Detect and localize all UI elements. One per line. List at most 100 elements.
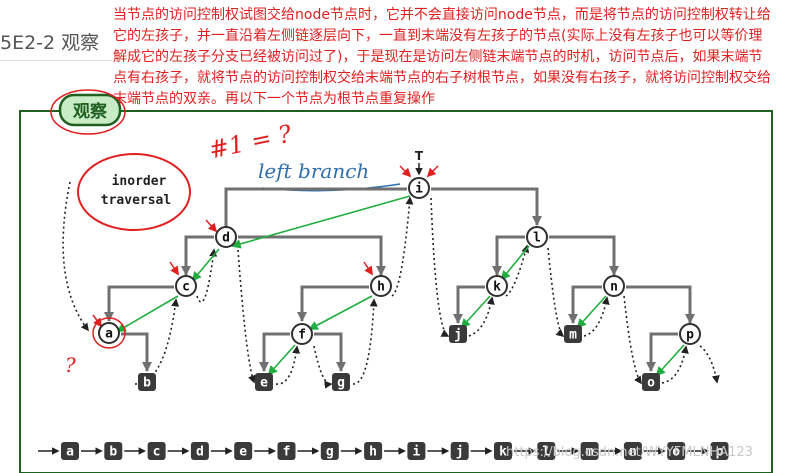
- diagram-frame: [19, 110, 773, 473]
- sequence-item-n: n: [623, 442, 642, 460]
- node-label: g: [337, 376, 345, 391]
- sequence-label: l: [542, 445, 550, 460]
- tree-node-o: o: [642, 373, 660, 391]
- node-shape: [370, 275, 392, 297]
- sequence-box: [320, 442, 339, 460]
- node-shape: [564, 325, 582, 343]
- sequence-item-a: a: [61, 442, 79, 460]
- node-label: d: [222, 231, 230, 246]
- sequence-item-c: c: [147, 442, 166, 460]
- sequence-item-l: l: [537, 442, 556, 460]
- green-left-chain: [116, 195, 685, 377]
- sequence-box: [407, 442, 426, 460]
- sequence-item-j: j: [450, 442, 469, 460]
- badge-label: 观察: [72, 101, 108, 122]
- tree-node-p: p: [679, 323, 701, 345]
- node-label: l: [533, 231, 541, 246]
- sequence-label: o: [672, 445, 680, 460]
- sequence-box: [537, 442, 556, 460]
- tree-node-d: d: [215, 226, 237, 248]
- node-shape: [215, 226, 237, 248]
- sequence-box: [147, 442, 166, 460]
- inorder-circle: [77, 153, 191, 231]
- red-pointer-arrows: [92, 165, 439, 328]
- node-shape: [408, 177, 430, 199]
- sequence-label: e: [239, 445, 247, 460]
- sequence-label: k: [499, 445, 507, 460]
- inorder-label-line1: inorder: [112, 174, 167, 189]
- tree-node-n: n: [603, 275, 625, 297]
- tree-node-m: m: [564, 325, 582, 343]
- sequence-label: c: [153, 445, 161, 460]
- node-label: b: [143, 376, 151, 391]
- sequence-box: [61, 442, 79, 460]
- sequence-item-k: k: [494, 442, 512, 460]
- tree-node-g: g: [332, 373, 350, 391]
- tree-node-k: k: [486, 275, 508, 297]
- node-label: i: [415, 182, 423, 197]
- sequence-box: [667, 442, 686, 460]
- tree-node-b: b: [138, 373, 156, 391]
- sequence-box: [104, 442, 123, 460]
- node-shape: [449, 325, 467, 343]
- sequence-label: b: [109, 445, 117, 460]
- sequence-box: [234, 442, 253, 460]
- node-shape: [642, 373, 660, 391]
- root-marker: T: [415, 149, 424, 163]
- tree-node-c: c: [175, 275, 197, 297]
- node-shape: [98, 322, 120, 344]
- sequence-label: f: [283, 445, 291, 460]
- node-label: f: [298, 328, 306, 343]
- sequence-label: g: [326, 445, 334, 460]
- sequence-label: j: [456, 445, 464, 460]
- sequence-box: [277, 442, 296, 460]
- sequence-box: [710, 442, 729, 460]
- node-shape: [603, 275, 625, 297]
- sequence-box: [450, 442, 469, 460]
- tree-node-f: f: [291, 323, 313, 345]
- node-label: m: [569, 328, 577, 343]
- node-shape: [332, 373, 350, 391]
- question-mark: ?: [65, 353, 76, 377]
- tree-node-l: l: [526, 226, 548, 248]
- left-branch-label: left branch: [258, 159, 369, 183]
- title-divider: [0, 60, 113, 61]
- page-title: 5E2-2 观察: [0, 32, 100, 54]
- node-shape: [486, 275, 508, 297]
- sequence-item-f: f: [277, 442, 296, 460]
- node-label: p: [686, 328, 694, 343]
- sequence-item-p: p: [710, 442, 729, 460]
- sequence-item-b: b: [104, 442, 123, 460]
- watermark: https://blog.csdn.net/WYYFMLNHA123: [506, 445, 753, 460]
- node-label: h: [377, 280, 385, 295]
- sequence-label: n: [629, 445, 637, 460]
- sequence-label: m: [586, 445, 594, 460]
- sequence-item-h: h: [364, 442, 383, 460]
- node-shape: [255, 373, 273, 391]
- sequence-label: a: [66, 445, 74, 460]
- tree-node-e: e: [255, 373, 273, 391]
- inorder-label-line2: traversal: [101, 193, 171, 208]
- node-shape: [138, 373, 156, 391]
- node-shape: [679, 323, 701, 345]
- sequence-item-m: m: [580, 442, 599, 460]
- node-a-highlight: [92, 317, 126, 349]
- node-shape: [291, 323, 313, 345]
- node-label: k: [493, 280, 501, 295]
- node-label: j: [454, 328, 462, 343]
- sequence-item-d: d: [190, 442, 209, 460]
- node-label: o: [647, 376, 655, 391]
- tree-node-h: h: [370, 275, 392, 297]
- node-shape: [175, 275, 197, 297]
- node-shape: [526, 226, 548, 248]
- sequence-label: p: [716, 445, 724, 460]
- sequence-label: h: [369, 445, 377, 460]
- sequence-item-e: e: [234, 442, 253, 460]
- tree-edges: [107, 187, 692, 371]
- sequence-item-g: g: [320, 442, 339, 460]
- sequence-box: [623, 442, 642, 460]
- node-label: a: [105, 327, 113, 342]
- observe-badge: 观察: [50, 89, 126, 135]
